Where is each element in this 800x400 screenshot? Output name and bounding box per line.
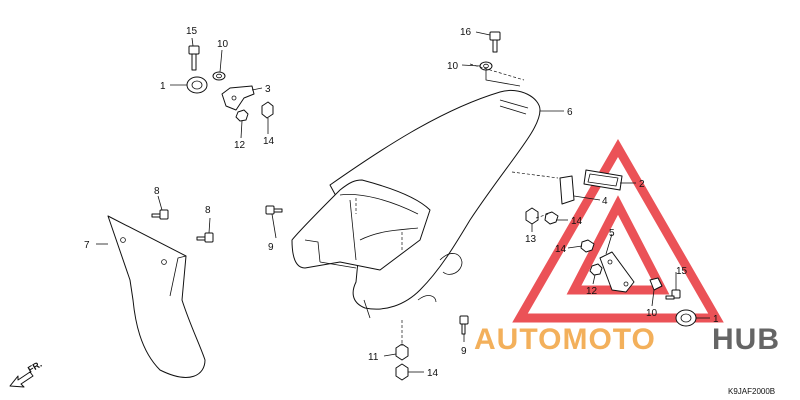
watermark-wordmark: AUTOMOTO HUB [474, 323, 780, 356]
callout-3: 3 [265, 84, 271, 95]
callout-1-right: 1 [713, 314, 719, 325]
rear-fender [291, 90, 541, 319]
callout-2: 2 [639, 179, 645, 190]
callout-16: 16 [460, 27, 472, 38]
callout-9-left: 9 [268, 242, 274, 253]
callout-11: 11 [368, 352, 379, 363]
callout-labels: 15 1 10 3 12 14 16 10 6 2 4 5 14 13 14 1… [84, 26, 719, 379]
watermark-triangles [512, 138, 724, 323]
top-right-hardware [479, 31, 521, 87]
assembly-guides [355, 63, 559, 346]
callout-15-left: 15 [186, 26, 198, 37]
front-direction-label: FR. [26, 359, 44, 375]
callout-10-top: 10 [447, 61, 459, 72]
callout-10-right: 10 [646, 308, 658, 319]
front-arrow-icon [9, 371, 34, 388]
callout-9-bottom: 9 [461, 346, 467, 357]
callout-4: 4 [602, 196, 608, 207]
callout-1-left: 1 [160, 81, 166, 92]
leader-lines [96, 31, 710, 373]
callout-15-right: 15 [676, 266, 688, 277]
top-left-hardware [186, 45, 274, 122]
callout-8-lower: 8 [205, 205, 211, 216]
drawing-code: K9JAF2000B [728, 387, 775, 396]
front-direction-indicator: FR. [9, 359, 44, 388]
callout-7: 7 [84, 240, 90, 251]
callout-8-upper: 8 [154, 186, 160, 197]
callout-6: 6 [567, 107, 573, 118]
callout-14-right-upper: 14 [571, 216, 583, 227]
callout-5: 5 [609, 228, 615, 239]
callout-14-right-mid: 14 [555, 244, 567, 255]
callout-12-left: 12 [234, 140, 246, 151]
screws-and-nuts [151, 205, 469, 381]
watermark-text-automoto: AUTOMOTO [474, 323, 656, 356]
watermark-text-hub: HUB [712, 323, 780, 356]
right-hardware [525, 169, 697, 327]
watermark-logo [512, 138, 724, 323]
mud-guard [107, 215, 206, 378]
callout-12-right: 12 [586, 286, 598, 297]
callout-14-bottom: 14 [427, 368, 439, 379]
callout-13: 13 [525, 234, 537, 245]
callout-14-left: 14 [263, 136, 275, 147]
callout-10-left: 10 [217, 39, 229, 50]
